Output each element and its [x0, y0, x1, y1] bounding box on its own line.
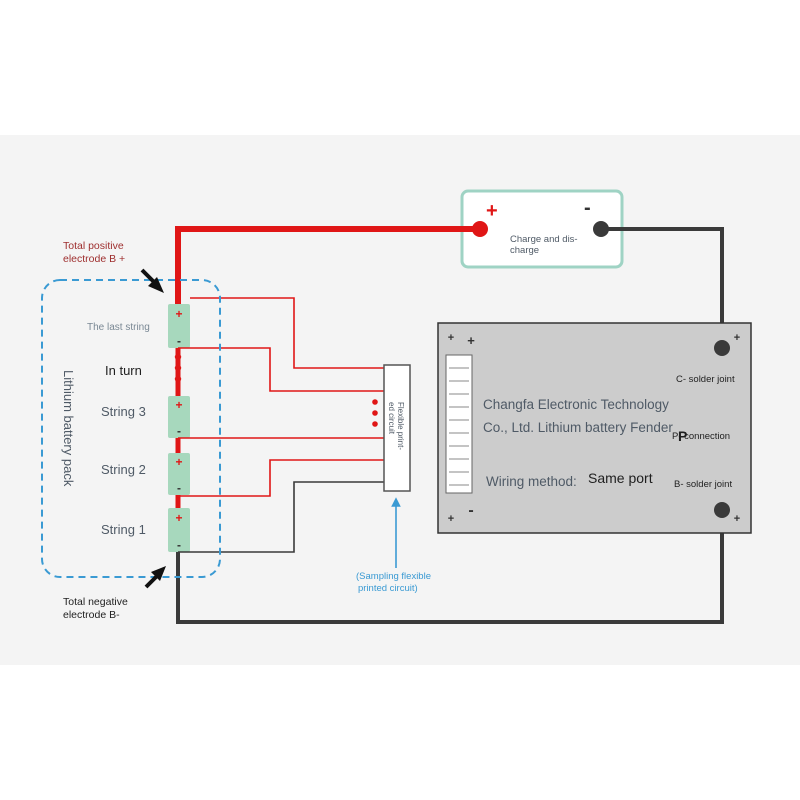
label-string-3: String 3: [101, 404, 146, 419]
total-positive-line1: Total positive: [63, 240, 124, 252]
cell-minus-sign: -: [177, 424, 181, 438]
chain-dot: [174, 364, 182, 372]
screw-icon: +: [734, 513, 740, 525]
battery-cell-last: [168, 304, 190, 348]
c-minus-wire: [601, 227, 724, 345]
sampling-caption-line2: printed circuit): [358, 583, 418, 594]
sampling-wire-5: [178, 481, 384, 553]
board-minus-sign: -: [468, 502, 473, 519]
screw-icon: +: [448, 332, 454, 344]
label-string-1: String 1: [101, 522, 146, 537]
port-pins: [449, 367, 469, 486]
charge-label-line2: charge: [510, 245, 539, 256]
total-positive-line2: electrode B +: [63, 253, 125, 265]
board-company-line2: Co., Ltd. Lithium battery Fender: [483, 420, 673, 435]
p-letter: P: [678, 428, 687, 444]
b-minus-wire: [176, 510, 724, 624]
sampling-wire-2: [178, 347, 384, 392]
flex-label-line2: ed circuit: [387, 402, 396, 435]
total-negative-line1: Total negative: [63, 596, 128, 608]
screw-icon: +: [467, 333, 475, 348]
sampling-wire-1: [190, 297, 384, 369]
board-sampling-port: [445, 354, 473, 494]
total-negative-line2: electrode B-: [63, 609, 120, 621]
sampling-dot: [372, 421, 378, 427]
board-company-line1: Changfa Electronic Technology: [483, 397, 669, 412]
protection-board: [437, 322, 752, 534]
label-last-string: The last string: [87, 322, 150, 333]
cell-plus-sign: +: [175, 455, 182, 469]
cell-plus-sign: +: [175, 511, 182, 525]
sampling-dot: [372, 399, 378, 405]
screw-icon: +: [448, 513, 454, 525]
flex-label-line1: Flexible print-: [396, 402, 405, 450]
charge-negative-terminal: [593, 221, 609, 237]
charge-minus-sign: -: [584, 197, 591, 219]
pack-label: Lithium battery pack: [61, 370, 76, 487]
charge-positive-terminal: [472, 221, 488, 237]
cell-minus-sign: -: [177, 538, 181, 552]
sampling-dot: [372, 410, 378, 416]
screw-icon: +: [734, 332, 740, 344]
cell-minus-sign: -: [177, 334, 181, 348]
b-minus-solder-terminal: [714, 502, 730, 518]
cell-minus-sign: -: [177, 481, 181, 495]
wiring-method-value: Same port: [588, 470, 653, 486]
battery-cell-2: [168, 453, 190, 495]
positive-arrow-icon: [148, 277, 164, 293]
charge-plus-sign: +: [486, 200, 498, 222]
charge-label-line1: Charge and dis-: [510, 234, 578, 245]
chain-dot: [174, 375, 182, 383]
c-minus-solder-terminal: [714, 340, 730, 356]
label-in-turn: In turn: [105, 363, 142, 378]
cell-plus-sign: +: [175, 307, 182, 321]
sampling-caption-line1: (Sampling flexible: [356, 571, 431, 582]
p-connection-label: P- connection: [672, 431, 730, 442]
cell-plus-sign: +: [175, 398, 182, 412]
b-solder-joint-label: B- solder joint: [674, 479, 732, 490]
flexible-circuit-connector: [383, 364, 411, 492]
negative-arrow-icon: [151, 566, 166, 581]
wiring-method-label: Wiring method:: [486, 474, 577, 489]
battery-pack-outline: [41, 279, 221, 578]
c-solder-joint-label: C- solder joint: [676, 374, 735, 385]
chain-dot: [174, 353, 182, 361]
battery-cell-1: [168, 508, 190, 552]
label-string-2: String 2: [101, 462, 146, 477]
sampling-wire-4: [178, 459, 384, 497]
positive-main-wire: [175, 226, 480, 308]
battery-cell-3: [168, 396, 190, 438]
